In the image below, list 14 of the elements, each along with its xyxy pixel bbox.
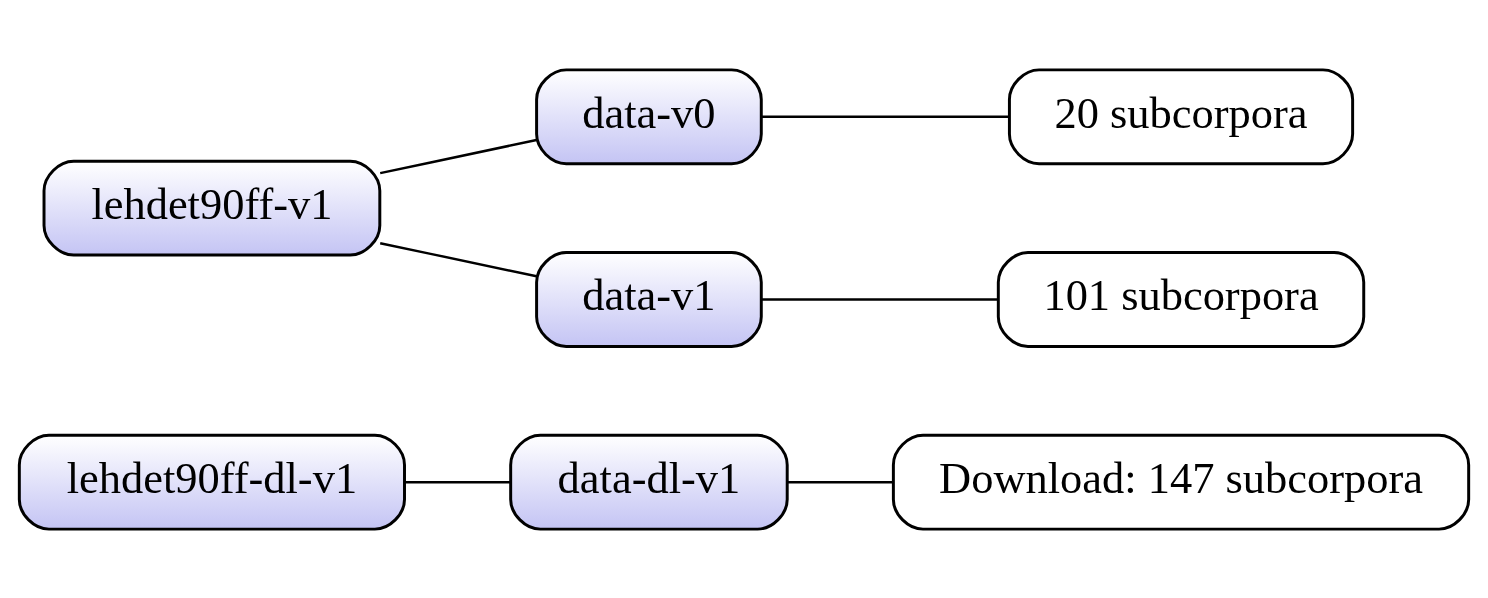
node-box: 20 subcorpora [1007,67,1355,165]
node-box: Download: 147 subcorpora [891,433,1471,531]
connector [787,480,894,483]
node-box: data-v1 [535,250,763,348]
node-box: lehdet90ff-dl-v1 [17,433,406,531]
connector [761,115,1009,118]
connector [379,241,537,277]
connector [379,138,537,174]
node-box: data-dl-v1 [509,433,789,531]
connector [761,297,998,301]
connector [404,480,511,483]
node-box: 101 subcorpora [996,250,1366,348]
node-box: lehdet90ff-v1 [42,159,382,257]
node-box: data-v0 [535,67,763,165]
